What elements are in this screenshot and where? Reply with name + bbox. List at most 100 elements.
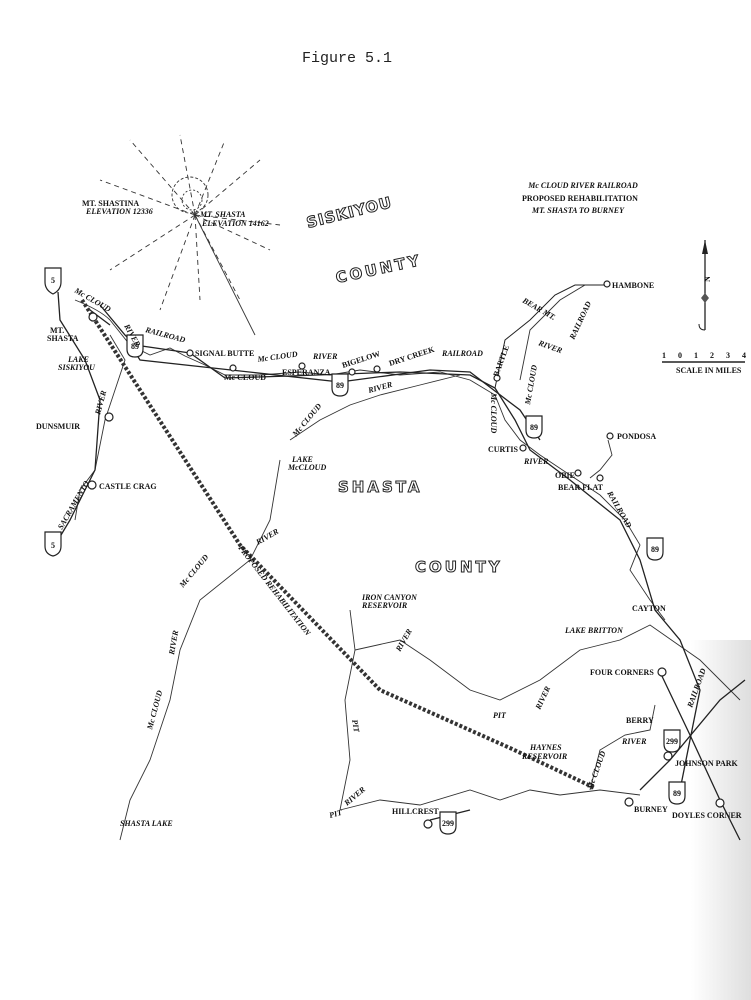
label-shasta-elevation: ELEVATION 14162: [201, 219, 269, 228]
svg-text:89: 89: [530, 423, 538, 432]
label-shastina-elevation: ELEVATION 12336: [85, 207, 153, 216]
label-lake-siskiyou: LAKE: [67, 355, 89, 364]
north-arrow: N: [698, 240, 712, 331]
label-mccloud-6: Mc CLOUD: [177, 553, 211, 591]
label-railroad-3: RAILROAD: [605, 489, 634, 530]
label-signal-butte: SIGNAL BUTTE: [195, 349, 254, 358]
label-pondosa: PONDOSA: [617, 432, 656, 441]
rivers: [74, 284, 741, 841]
label-bear-river: RIVER: [536, 338, 564, 355]
town-burney: [624, 797, 634, 807]
label-lake-mccloud-2: McCLOUD: [287, 463, 326, 472]
label-iron-canyon: IRON CANYON: [361, 593, 418, 602]
label-mccloud-river-3: Mc CLOUD: [290, 402, 324, 440]
label-doyles-corner: DOYLES CORNER: [672, 811, 742, 820]
highway-shields: 5 89 89 89 89 5 299 299 89: [44, 267, 686, 835]
label-railroad-1: RAILROAD: [144, 325, 187, 345]
town-mt-shasta: [88, 312, 98, 322]
label-river-10: RIVER: [621, 737, 647, 746]
shield-89-e: 89: [668, 781, 686, 805]
scale-tick: 3: [726, 351, 730, 360]
shield-299-east: 299: [663, 729, 681, 753]
station-signal-butte: [186, 349, 194, 357]
county-shasta: SHASTA: [338, 478, 422, 496]
town-doyles-corner: [715, 798, 725, 808]
label-burney: BURNEY: [634, 805, 668, 814]
svg-text:299: 299: [442, 819, 454, 828]
svg-text:89: 89: [336, 381, 344, 390]
title-sub: PROPOSED REHABILITATION: [522, 194, 638, 203]
feature-labels: Mc CLOUD RIVER RAILROAD Mc CLOUD RIVER R…: [56, 285, 708, 819]
scale-tick: 1: [662, 351, 666, 360]
town-hillcrest: [423, 819, 433, 829]
svg-text:89: 89: [651, 545, 659, 554]
label-mccloud-4: Mc CLOUD: [489, 392, 498, 433]
label-railroad-2: RAILROAD: [441, 349, 483, 358]
shield-5-south: 5: [44, 531, 62, 557]
station-mccloud: [229, 364, 237, 372]
scale-bar: 1 0 1 2 3 4 SCALE IN MILES: [662, 351, 746, 375]
label-curtis: CURTIS: [488, 445, 519, 454]
station-curtis: [519, 444, 527, 452]
county-siskiyou-label: COUNTY: [334, 251, 423, 287]
title-route: MT. SHASTA TO BURNEY: [531, 206, 625, 215]
label-lake-siskiyou-2: SISKIYOU: [58, 363, 96, 372]
label-mccloud-town: Mc CLOUD: [224, 373, 266, 382]
label-dry-creek: DRY CREEK: [388, 345, 436, 368]
label-river-8: RIVER: [342, 784, 368, 808]
label-hillcrest: HILLCREST: [392, 807, 439, 816]
label-mccloud-5: Mc CLOUD: [523, 364, 539, 406]
station-obie: [574, 469, 582, 477]
label-mccloud-river-2: Mc CLOUD: [256, 349, 298, 364]
label-obie: OBIE: [555, 471, 575, 480]
shield-89-c: 89: [525, 415, 543, 439]
label-pit-2: PIT: [328, 808, 344, 820]
label-sacramento: SACRAMENTO: [56, 479, 91, 531]
label-esperanza: ESPERANZA: [282, 368, 331, 377]
shield-5-north: 5: [44, 267, 62, 295]
station-esperanza: [298, 362, 306, 370]
svg-text:89: 89: [673, 789, 681, 798]
label-proposed-rehabilitation: PROPOSED REHABILITATION: [236, 544, 313, 639]
label-mt-shastina: MT. SHASTINA: [82, 199, 139, 208]
north-label: N: [703, 276, 712, 282]
scale-tick: 0: [678, 351, 682, 360]
station-bartle: [493, 374, 501, 382]
label-haynes: HAYNES: [529, 743, 562, 752]
county-shasta-label: COUNTY: [415, 558, 503, 576]
svg-text:5: 5: [51, 541, 55, 550]
label-sacramento-river: RIVER: [93, 389, 108, 417]
station-dry-creek: [373, 365, 381, 373]
svg-text:89: 89: [131, 342, 139, 351]
station-pondosa: [606, 432, 614, 440]
label-johnson-park: JOHNSON PARK: [675, 759, 739, 768]
label-castle-crag: CASTLE CRAG: [99, 482, 157, 491]
label-railroad-4: RAILROAD: [685, 667, 708, 710]
figure-label: Figure 5.1: [302, 50, 393, 67]
label-bartle: BARTLE: [491, 344, 511, 378]
label-four-corners: FOUR CORNERS: [590, 668, 654, 677]
town-johnson-park: [663, 751, 673, 761]
label-hambone: HAMBONE: [612, 281, 654, 290]
scale-tick: 2: [710, 351, 714, 360]
station-hambone: [603, 280, 611, 288]
label-cayton: CAYTON: [632, 604, 666, 613]
stations: [87, 280, 725, 829]
shield-89-a: 89: [126, 334, 144, 358]
label-pit-3: PIT: [493, 711, 507, 720]
label-bear-flat: BEAR FLAT: [558, 483, 604, 492]
label-berry: BERRY: [626, 716, 654, 725]
proposed-rehabilitation-line: [80, 298, 596, 790]
label-mccloud-river-upper: Mc CLOUD: [72, 285, 112, 314]
shield-299-west: 299: [439, 811, 457, 835]
label-lake-britton: LAKE BRITTON: [564, 626, 624, 635]
county-siskiyou: SISKIYOU: [305, 193, 394, 232]
label-river-9: RIVER: [533, 684, 552, 711]
mountain-hachures: [99, 134, 281, 336]
label-mt-shasta-peak: MT. SHASTA: [199, 210, 246, 219]
label-pit-1: PIT: [350, 719, 361, 734]
label-mt-shasta: MT.: [50, 326, 64, 335]
scale-label: SCALE IN MILES: [676, 366, 742, 375]
scale-tick: 1: [694, 351, 698, 360]
